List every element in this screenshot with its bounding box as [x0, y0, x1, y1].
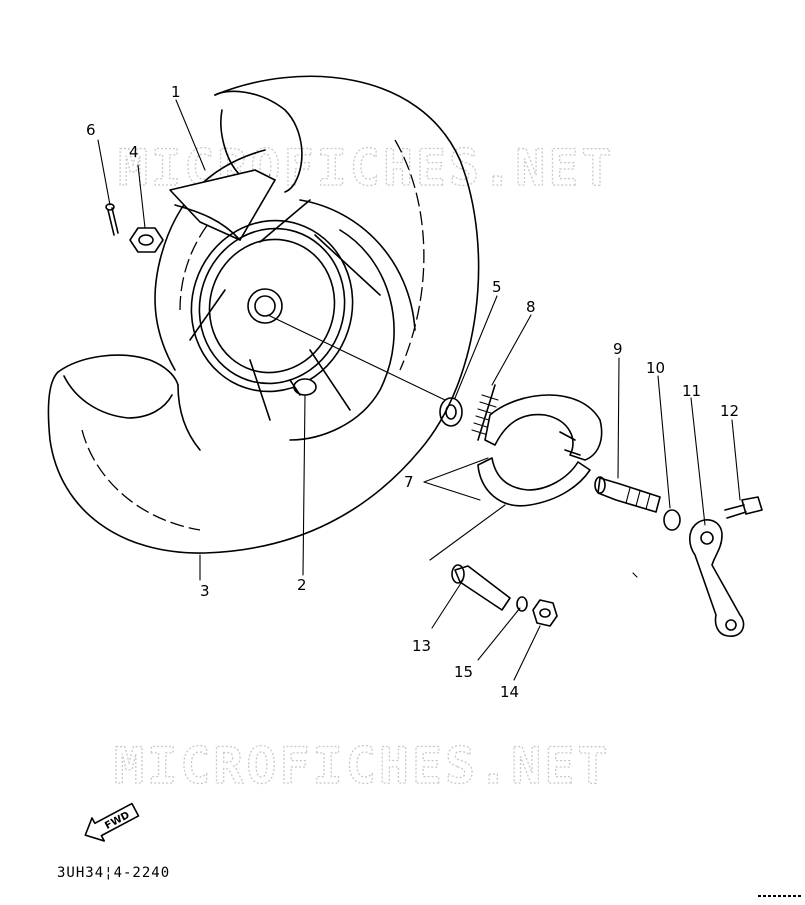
label-1: 1 — [171, 83, 181, 101]
label-2: 2 — [297, 576, 307, 594]
seal-drawing — [663, 509, 681, 531]
valve-drawing — [289, 378, 317, 396]
nut-14-drawing — [532, 599, 558, 627]
fwd-arrow-icon: FWD — [84, 802, 140, 842]
label-15: 15 — [454, 663, 473, 681]
brake-arm-drawing — [688, 519, 745, 637]
spring-drawing — [471, 384, 499, 441]
label-5: 5 — [492, 278, 502, 296]
mark — [632, 572, 638, 578]
brake-shoes-drawing — [477, 394, 603, 507]
label-6: 6 — [86, 121, 96, 139]
label-3: 3 — [200, 582, 210, 600]
rim-drawing — [189, 199, 416, 441]
bolt-drawing — [724, 496, 763, 519]
label-13: 13 — [412, 637, 431, 655]
label-11: 11 — [682, 382, 701, 400]
tire-drawing — [47, 75, 480, 554]
tube-drawing — [169, 169, 276, 241]
label-9: 9 — [613, 340, 623, 358]
label-4: 4 — [129, 143, 139, 161]
label-7: 7 — [404, 473, 414, 491]
pin-drawing — [451, 564, 511, 611]
label-14: 14 — [500, 683, 519, 701]
cam-shaft-drawing — [594, 476, 661, 513]
nut-drawing — [129, 227, 164, 253]
cotter-pin-drawing — [105, 203, 119, 236]
axis-line — [267, 314, 446, 401]
washer-drawing — [439, 397, 463, 427]
e-clip-drawing — [516, 596, 528, 612]
diagram-code: 3UH34¦4-2240 — [57, 865, 170, 881]
label-8: 8 — [526, 298, 536, 316]
label-10: 10 — [646, 359, 665, 377]
label-12: 12 — [720, 402, 739, 420]
leader-lines — [97, 99, 741, 681]
watermark-bottom: MICROFICHES.NET — [114, 737, 611, 795]
